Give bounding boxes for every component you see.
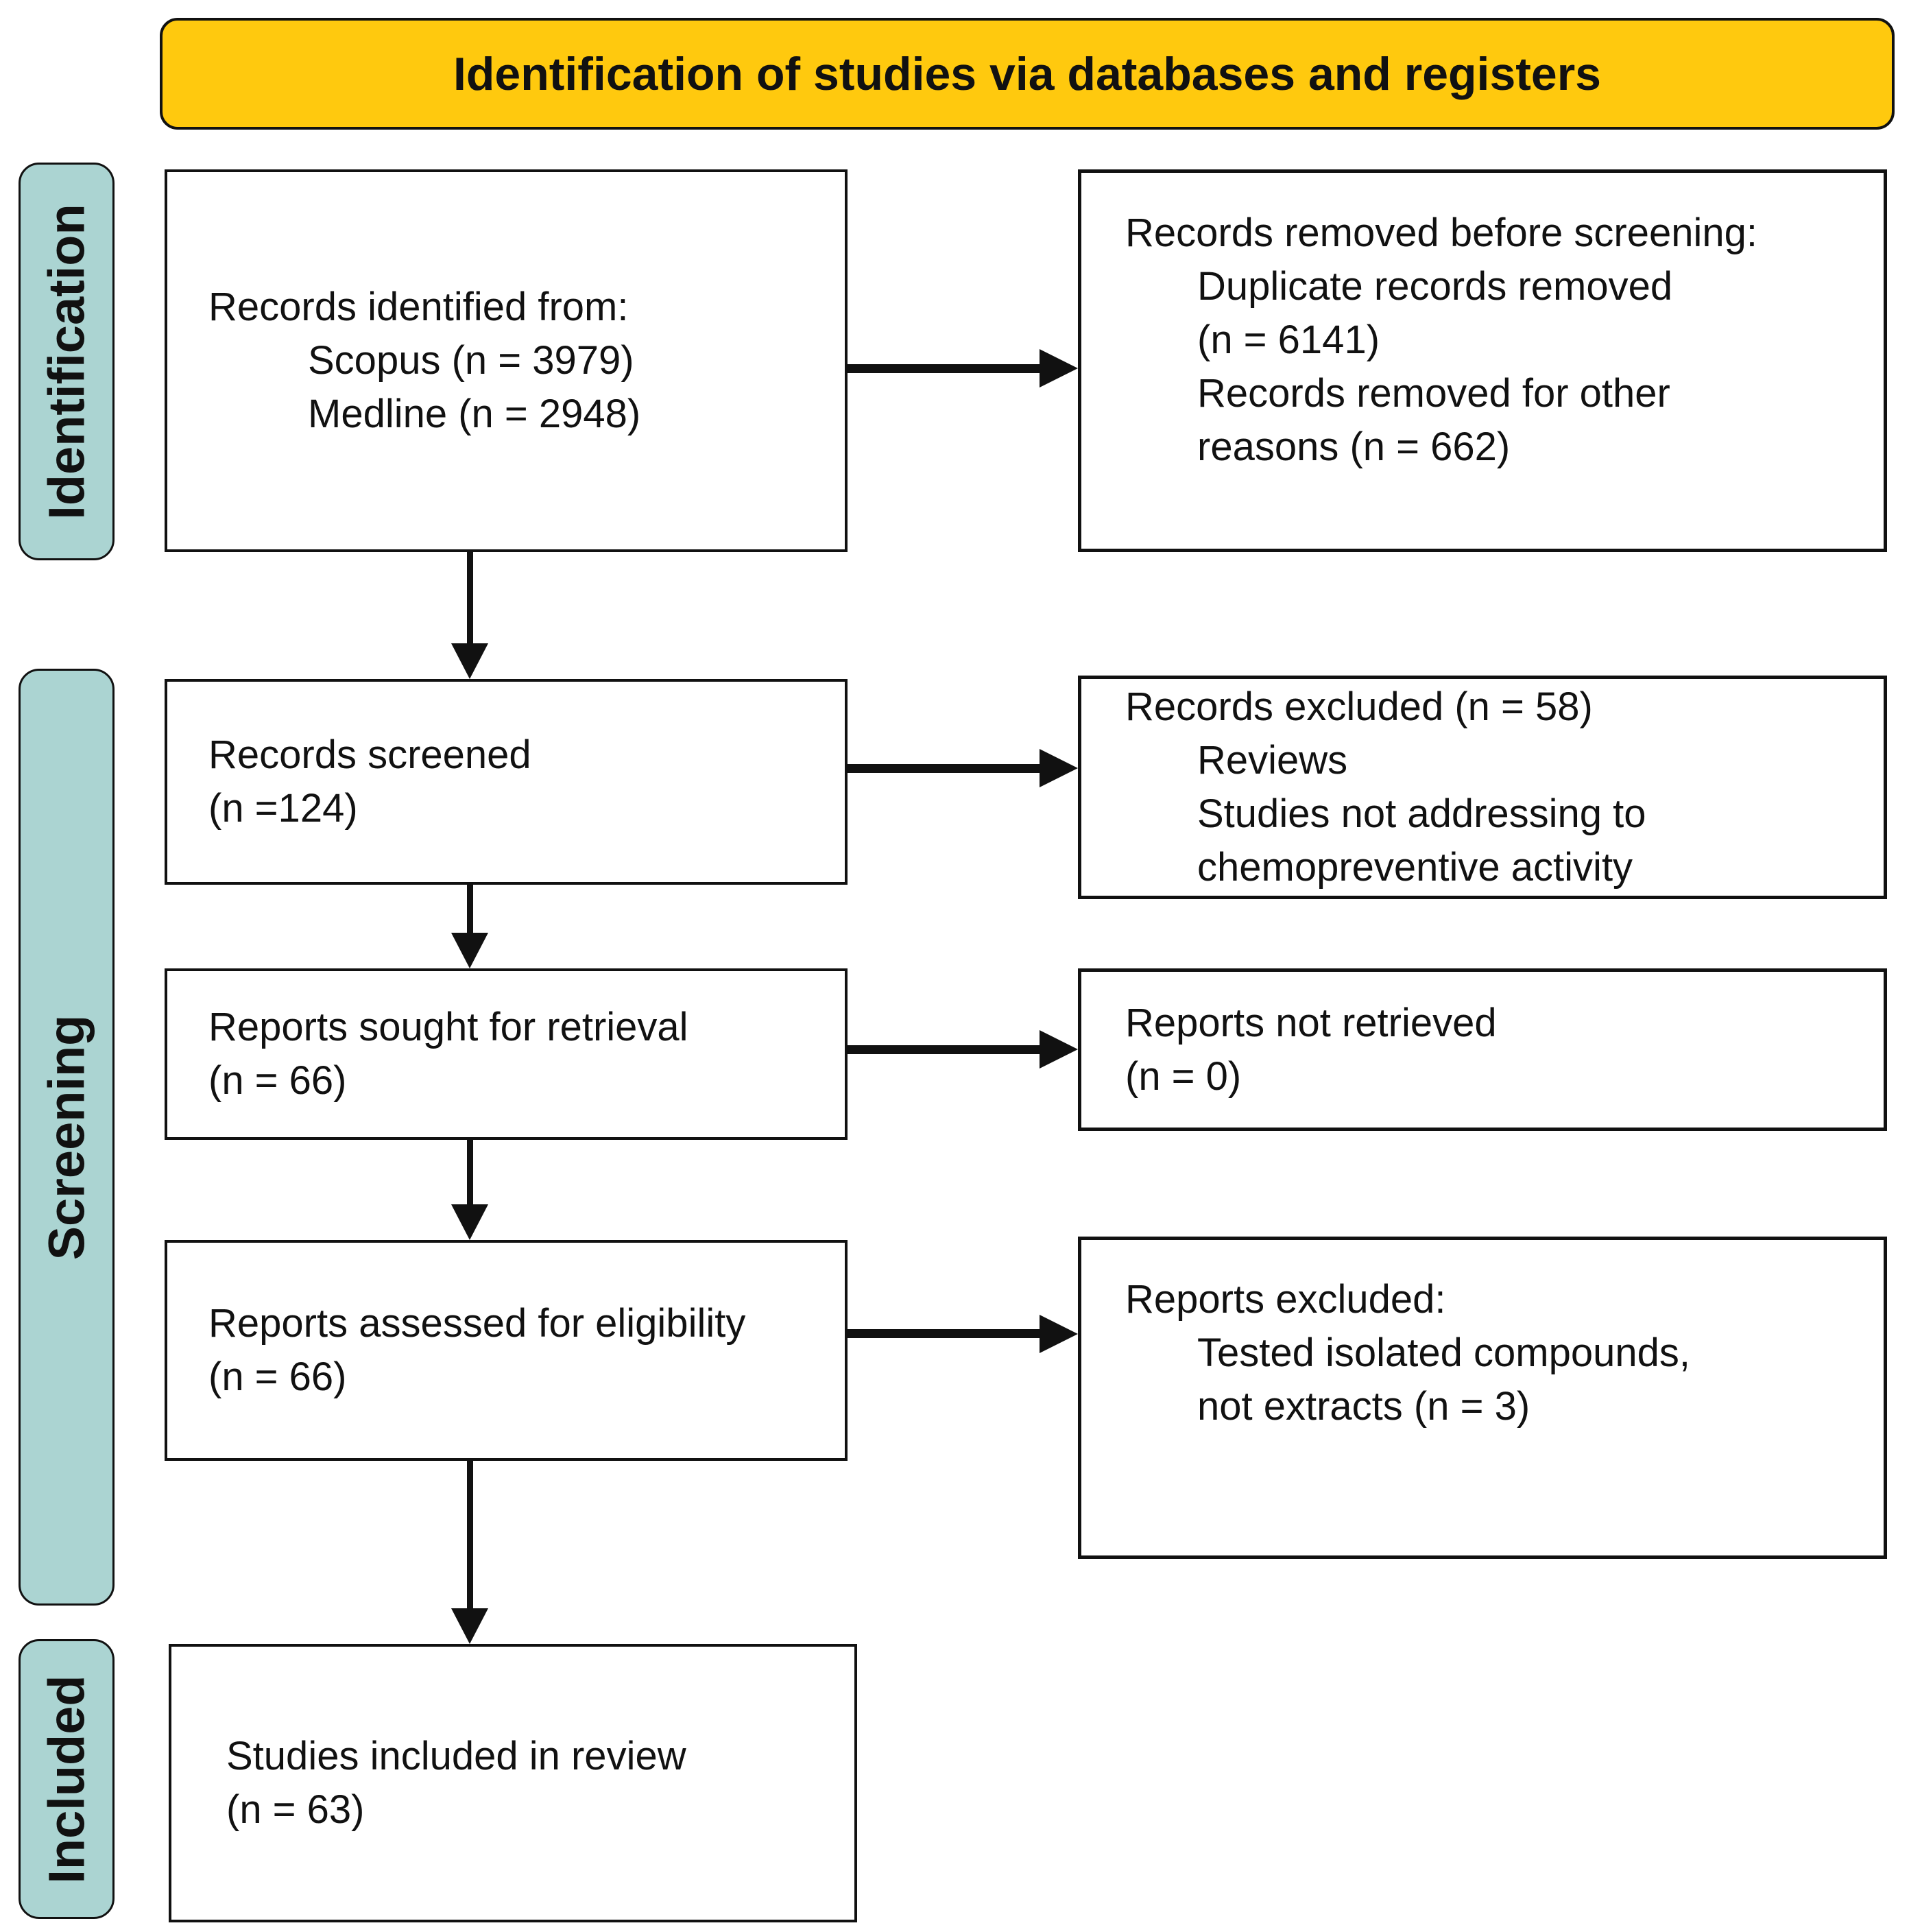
arrow-screened-to-sought <box>467 885 473 933</box>
box-line: Tested isolated compounds, <box>1197 1331 1690 1375</box>
box-line: Records removed for other <box>1197 371 1670 416</box>
box-line: Records identified from: <box>208 285 629 329</box>
arrow-assessed-to-included <box>467 1461 473 1608</box>
box-line: Studies included in review <box>226 1734 686 1778</box>
arrow-head-down-icon <box>451 1608 488 1644</box>
box-reports-not-retrieved: Reports not retrieved (n = 0) <box>1078 968 1887 1131</box>
stage-label-text: Screening <box>38 1014 95 1260</box>
box-line: Studies not addressing to <box>1197 791 1646 836</box>
stage-label-text: Identification <box>38 203 95 520</box>
stage-label-text: Included <box>38 1674 95 1884</box>
arrow-head-down-icon <box>451 643 488 679</box>
box-line: Reviews <box>1197 738 1348 783</box>
box-line: Scopus (n = 3979) <box>308 338 634 383</box>
box-line: Reports excluded: <box>1125 1277 1446 1322</box>
arrow-head-right-icon <box>1040 1315 1078 1353</box>
box-reports-excluded: Reports excluded: Tested isolated compou… <box>1078 1237 1887 1559</box>
box-line: not extracts (n = 3) <box>1197 1384 1530 1429</box>
box-line: Records screened <box>208 732 531 777</box>
box-line: Duplicate records removed <box>1197 264 1673 309</box>
arrow-head-down-icon <box>451 1204 488 1240</box>
arrow-sought-to-not-retrieved <box>847 1045 1040 1054</box>
page-title: Identification of studies via databases … <box>453 47 1602 100</box>
arrow-head-right-icon <box>1040 349 1078 387</box>
box-line: Records removed before screening: <box>1125 211 1758 255</box>
box-line: Reports not retrieved <box>1125 1000 1497 1045</box>
box-reports-assessed: Reports assessed for eligibility (n = 66… <box>165 1240 848 1461</box>
box-studies-included: Studies included in review (n = 63) <box>169 1644 857 1922</box>
box-line: (n =124) <box>208 786 358 831</box>
box-line: Records excluded (n = 58) <box>1125 684 1593 729</box>
arrow-head-right-icon <box>1040 749 1078 787</box>
box-line: Reports sought for retrieval <box>208 1005 688 1049</box>
stage-label-screening: Screening <box>19 669 115 1606</box>
box-records-removed: Records removed before screening: Duplic… <box>1078 169 1887 552</box>
arrow-identified-to-screened <box>467 552 473 643</box>
arrow-head-down-icon <box>451 933 488 968</box>
box-line: (n = 0) <box>1125 1053 1242 1099</box>
box-line: Medline (n = 2948) <box>308 392 641 436</box>
arrow-identified-to-removed <box>847 364 1040 373</box>
stage-label-included: Included <box>19 1639 115 1919</box>
box-reports-sought: Reports sought for retrieval (n = 66) <box>165 968 848 1140</box>
box-line: chemopreventive activity <box>1197 845 1633 890</box>
arrow-sought-to-assessed <box>467 1140 473 1204</box>
title-banner: Identification of studies via databases … <box>160 18 1895 130</box>
box-line: reasons (n = 662) <box>1197 425 1511 469</box>
box-records-screened: Records screened (n =124) <box>165 679 848 885</box>
box-line: (n = 63) <box>226 1787 365 1832</box>
box-line: Reports assessed for eligibility <box>208 1301 746 1346</box>
box-line: (n = 6141) <box>1197 318 1380 362</box>
box-records-excluded: Records excluded (n = 58) Reviews Studie… <box>1078 676 1887 899</box>
arrow-head-right-icon <box>1040 1030 1078 1069</box>
box-records-identified: Records identified from: Scopus (n = 397… <box>165 169 848 552</box>
box-line: (n = 66) <box>208 1058 347 1103</box>
box-line: (n = 66) <box>208 1355 347 1399</box>
arrow-screened-to-excluded <box>847 764 1040 773</box>
arrow-assessed-to-reports-excluded <box>847 1329 1040 1338</box>
stage-label-identification: Identification <box>19 163 115 560</box>
